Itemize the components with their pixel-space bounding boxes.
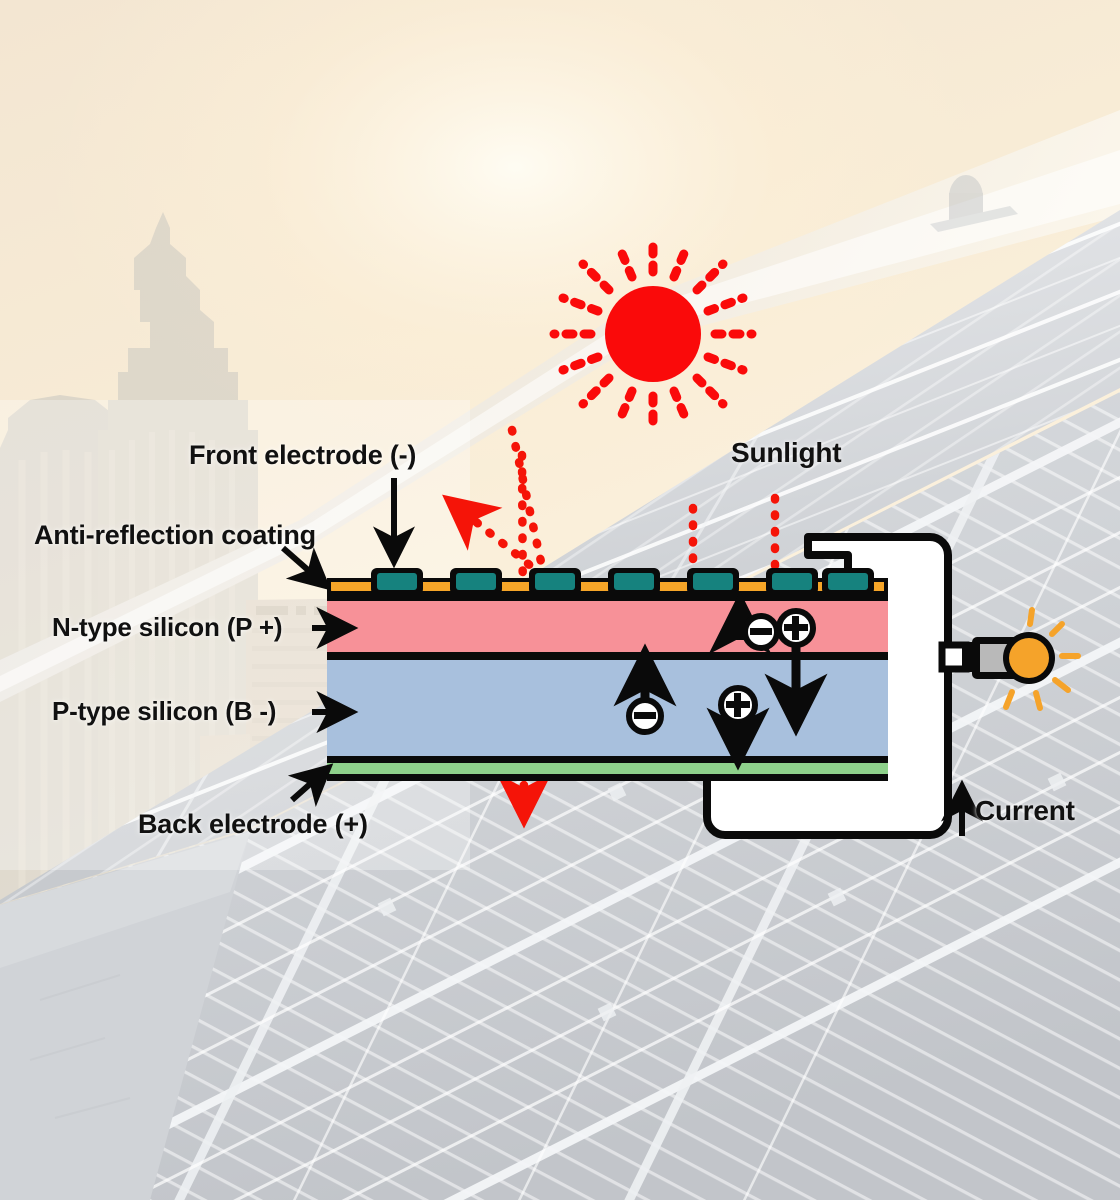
leader-back-electrode	[287, 763, 334, 807]
front-electrode-contacts	[371, 568, 874, 595]
bulb-rays	[1003, 607, 1081, 711]
label-back-electrode: Back electrode (+)	[138, 809, 368, 839]
sun-icon	[549, 233, 757, 435]
light-bulb-icon	[962, 607, 1081, 711]
hole-symbol-right	[776, 608, 816, 648]
electron-symbol-left	[626, 697, 664, 735]
label-sunlight: Sunlight	[731, 437, 842, 468]
electron-symbol-right	[742, 613, 780, 651]
label-front-electrode: Front electrode (-)	[189, 440, 417, 470]
label-p-type-silicon: P-type silicon (B -)	[52, 696, 277, 726]
carrier-transport	[613, 591, 828, 771]
roof-vent	[930, 175, 1018, 232]
back-electrode-layer	[327, 763, 888, 774]
p-type-silicon-layer	[327, 660, 888, 756]
hole-symbol-left	[718, 685, 758, 725]
solar-cell-stack	[327, 568, 888, 781]
label-current: Current	[975, 795, 1075, 826]
anti-reflection-coating-layer	[331, 582, 884, 591]
sun-rays	[549, 233, 757, 435]
label-anti-reflection-coating: Anti-reflection coating	[34, 520, 316, 550]
label-leader-lines	[281, 478, 983, 836]
bulb-glass	[1009, 638, 1049, 678]
leader-anti-reflection	[281, 545, 332, 591]
label-n-type-silicon: N-type silicon (P +)	[52, 612, 283, 642]
